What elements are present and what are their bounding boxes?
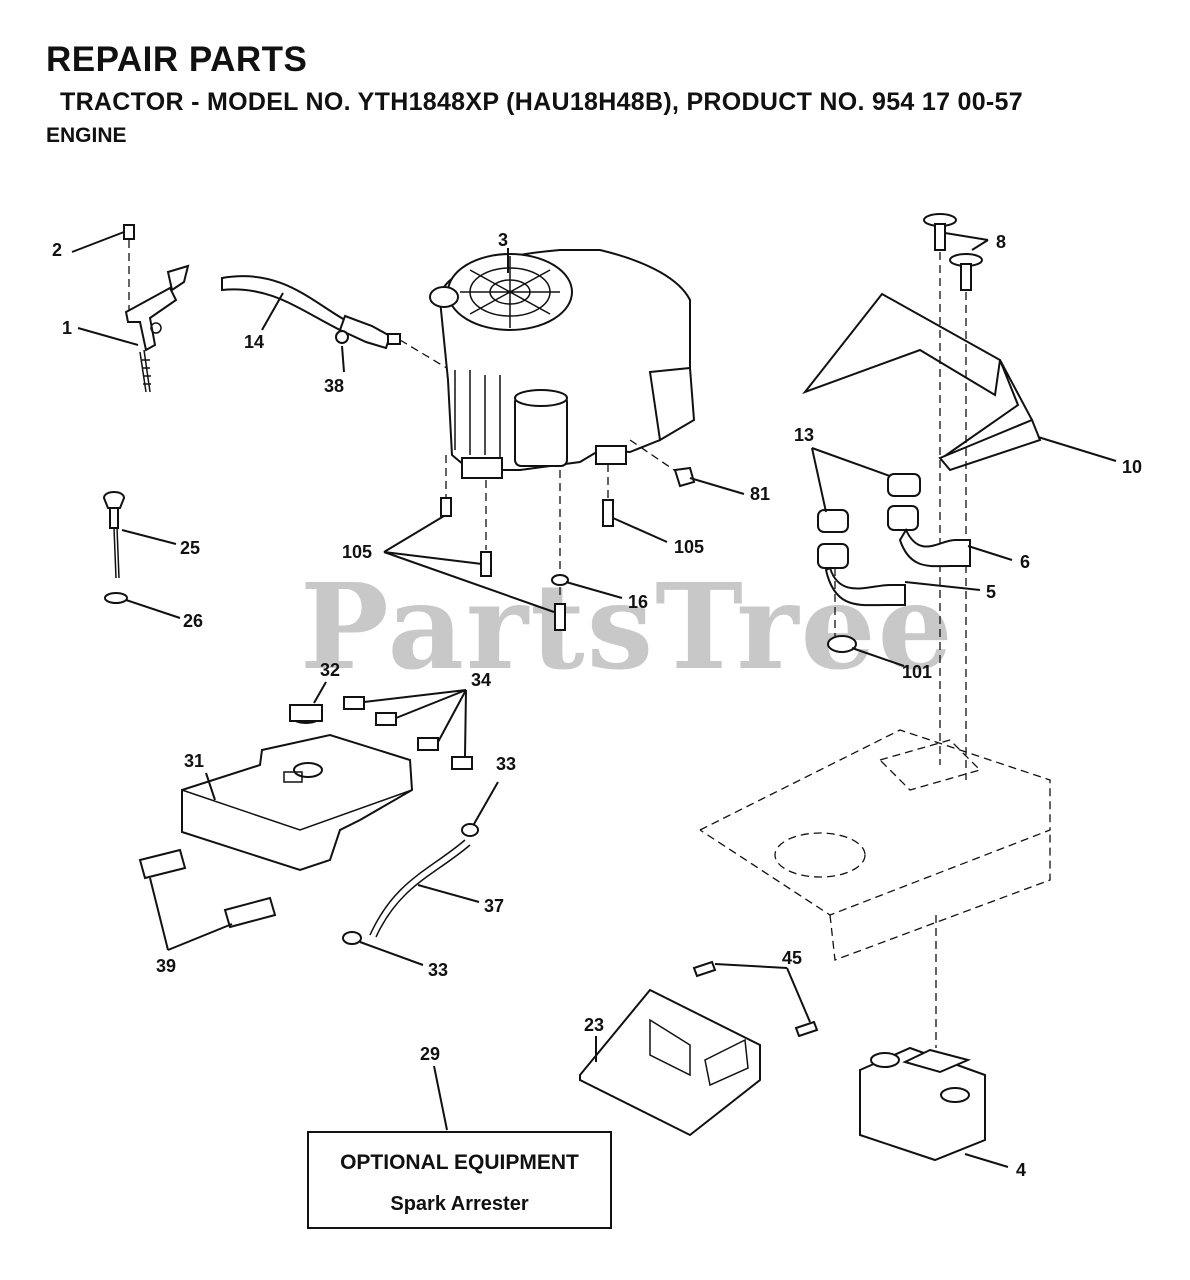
callout-81: 81 — [750, 484, 770, 504]
callout-5: 5 — [986, 582, 996, 602]
callout-13: 13 — [794, 425, 814, 445]
tank-pads-part — [138, 848, 277, 929]
callout-23: 23 — [584, 1015, 604, 1035]
page-title: REPAIR PARTS — [46, 40, 308, 79]
callout-4: 4 — [1016, 1160, 1026, 1180]
callout-101: 101 — [902, 662, 932, 682]
callout-2: 2 — [52, 240, 62, 260]
heat-shield-part — [802, 292, 1042, 472]
muffler-part — [859, 915, 986, 1162]
engine-part — [429, 249, 696, 479]
fuel-line-part — [221, 275, 451, 371]
callout-14: 14 — [244, 332, 264, 352]
optional-equipment-label: OPTIONAL EQUIPMENT — [340, 1151, 579, 1174]
callout-10: 10 — [1122, 457, 1142, 477]
optional-equipment-box: OPTIONAL EQUIPMENT Spark Arrester — [307, 1131, 612, 1229]
callout-105-right: 105 — [674, 537, 704, 557]
callout-32: 32 — [320, 660, 340, 680]
throttle-control-part — [123, 224, 190, 393]
fuel-hose-part — [342, 823, 479, 945]
spark-arrester-label: Spark Arrester — [390, 1193, 529, 1215]
callout-45: 45 — [782, 948, 802, 968]
callout-34: 34 — [471, 670, 491, 690]
callout-33-bottom: 33 — [428, 960, 448, 980]
callout-6: 6 — [1020, 552, 1030, 572]
callout-38: 38 — [324, 376, 344, 396]
callout-29: 29 — [420, 1044, 440, 1064]
leader-lines — [71, 231, 1117, 1168]
callout-105-left: 105 — [342, 542, 372, 562]
exhaust-pipes-part — [817, 473, 971, 653]
callout-26: 26 — [183, 611, 203, 631]
callout-8: 8 — [996, 232, 1006, 252]
callout-3: 3 — [498, 230, 508, 250]
tractor-frame — [699, 729, 1051, 961]
watermark: PartsTree — [300, 557, 955, 696]
callout-37: 37 — [484, 896, 504, 916]
knob-screws-part — [923, 213, 983, 780]
callout-16: 16 — [628, 592, 648, 612]
choke-control-part — [102, 491, 128, 604]
section-title: ENGINE — [46, 124, 127, 147]
fuel-tank-part — [181, 696, 473, 872]
callout-31: 31 — [184, 751, 204, 771]
callout-1: 1 — [62, 318, 72, 338]
callout-39: 39 — [156, 956, 176, 976]
callout-33-top: 33 — [496, 754, 516, 774]
callout-25: 25 — [180, 538, 200, 558]
page-subtitle: TRACTOR - MODEL NO. YTH1848XP (HAU18H48B… — [60, 88, 1023, 116]
bracket-part — [579, 960, 819, 1137]
